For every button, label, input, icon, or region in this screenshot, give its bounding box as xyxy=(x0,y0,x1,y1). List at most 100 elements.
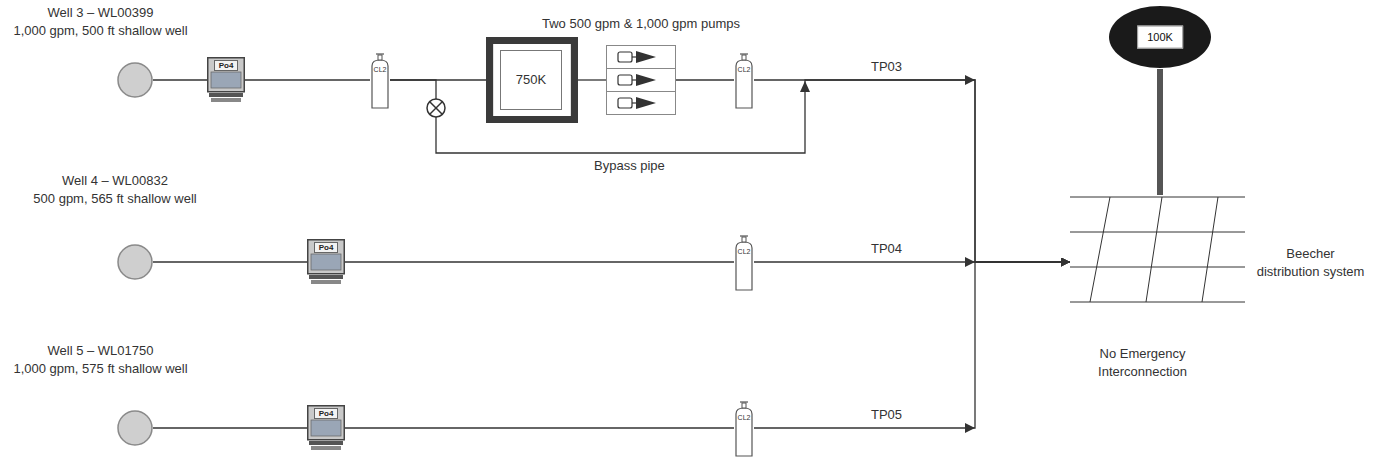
edge-label: Bypass pipe xyxy=(592,158,667,174)
feeder-base xyxy=(311,280,341,284)
pump-symbol xyxy=(606,45,676,115)
cylinder-symbol xyxy=(734,400,754,456)
cylinder-symbol xyxy=(370,52,390,108)
distribution-grid: Beecher distribution systemNo Emergency … xyxy=(1070,195,1245,305)
elevated-tank: 100K xyxy=(1108,5,1212,69)
pipe-line xyxy=(345,427,734,428)
node-label: Two 500 gpm & 1,000 gpm pumps xyxy=(541,15,741,33)
cylinder-valve xyxy=(376,53,384,54)
well-node: Well 4 – WL00832500 gpm, 565 ft shallow … xyxy=(15,172,215,207)
node-label: No Emergency Interconnection xyxy=(1080,345,1205,380)
node-label: 1,000 gpm, 500 ft shallow well xyxy=(3,22,198,40)
pump-shaft xyxy=(632,56,636,57)
grid-line xyxy=(1202,197,1218,302)
tower-bowl xyxy=(1109,6,1211,68)
valve-symbol xyxy=(430,102,442,114)
pipe-line xyxy=(578,79,606,80)
cylinder-valve xyxy=(740,53,748,54)
well-symbol xyxy=(117,244,153,280)
edge-label: TP03 xyxy=(869,59,904,75)
pipe-line xyxy=(754,80,1070,262)
arrow-head xyxy=(965,75,975,85)
cylinder-symbol xyxy=(734,234,754,290)
well-symbol xyxy=(117,62,153,98)
tower-stem xyxy=(1157,69,1163,195)
node-label: CL2 xyxy=(370,66,390,74)
node-label: CL2 xyxy=(734,66,754,74)
pipe-line xyxy=(345,261,734,262)
well-node: Well 3 – WL003991,000 gpm, 500 ft shallo… xyxy=(3,4,198,39)
node-label: CL2 xyxy=(734,248,754,256)
well-circle xyxy=(118,63,152,97)
node-label: Po4 xyxy=(314,408,338,419)
pump-shaft xyxy=(632,79,636,80)
chlorine-cylinder: CL2 xyxy=(370,52,390,108)
feeder-base xyxy=(309,275,343,279)
well-symbol xyxy=(117,410,153,446)
valve-symbol xyxy=(427,99,445,117)
well-circle xyxy=(118,411,152,445)
feeder-panel xyxy=(311,420,341,436)
edge-label: TP04 xyxy=(869,241,904,257)
node-label: 500 gpm, 565 ft shallow well xyxy=(15,190,215,208)
edge-label: TP05 xyxy=(869,407,904,423)
feeder-body xyxy=(308,406,345,440)
grid-symbol xyxy=(1070,195,1245,305)
node-label: 1,000 gpm, 575 ft shallow well xyxy=(3,360,198,378)
pump-motor xyxy=(618,52,632,62)
well-heading: Well 3 – WL00399 xyxy=(3,4,198,22)
well-circle xyxy=(118,245,152,279)
pump-group: Two 500 gpm & 1,000 gpm pumps xyxy=(606,45,676,115)
feeder-base xyxy=(309,441,343,445)
well-node: Well 5 – WL017501,000 gpm, 575 ft shallo… xyxy=(3,342,198,377)
tank-wall xyxy=(490,41,575,120)
phosphate-feeder: Po4 xyxy=(307,239,345,285)
node-label: CL2 xyxy=(734,414,754,422)
valve-symbol xyxy=(430,102,442,114)
pipe-line xyxy=(754,262,1070,428)
cylinder-valve xyxy=(742,403,746,408)
feeder-body xyxy=(208,58,245,92)
phosphate-feeder: Po4 xyxy=(207,57,245,103)
pump-head xyxy=(636,97,656,109)
grid-line xyxy=(1070,197,1245,198)
pipe-line xyxy=(153,261,307,262)
chlorine-cylinder: CL2 xyxy=(734,234,754,290)
arrow-head xyxy=(965,257,975,267)
pump-head xyxy=(636,74,656,86)
well-heading: Well 5 – WL01750 xyxy=(3,342,198,360)
well-heading: Well 4 – WL00832 xyxy=(15,172,215,190)
arrow-head xyxy=(965,423,975,433)
feeder-panel xyxy=(311,254,341,270)
pump-shaft xyxy=(632,102,636,103)
feeder-base xyxy=(209,93,243,97)
arrow-head xyxy=(800,81,810,92)
feeder-panel xyxy=(211,72,241,88)
node-label: 100K xyxy=(1137,26,1183,49)
pipe-line xyxy=(245,79,370,80)
cylinder-valve xyxy=(742,237,746,242)
grid-line xyxy=(1090,197,1110,302)
grid-line xyxy=(1070,302,1245,303)
pump-motor xyxy=(618,75,632,85)
pipe-line xyxy=(153,79,207,80)
cylinder-valve xyxy=(378,55,382,60)
pump-frame xyxy=(607,46,676,115)
phosphate-feeder: Po4 xyxy=(307,405,345,451)
node-label: Po4 xyxy=(214,60,238,71)
feeder-base xyxy=(311,446,341,450)
pump-frame xyxy=(606,68,676,69)
cylinder-valve xyxy=(740,235,748,236)
feeder-base xyxy=(211,98,241,102)
chlorine-cylinder: CL2 xyxy=(734,52,754,108)
feeder-body xyxy=(308,240,345,274)
node-label: 750K xyxy=(500,50,562,110)
cylinder-valve xyxy=(742,55,746,60)
cylinder-valve xyxy=(740,401,748,402)
cylinder-symbol xyxy=(734,52,754,108)
node-label: Po4 xyxy=(314,242,338,253)
grid-line xyxy=(1070,232,1245,233)
pump-frame xyxy=(606,91,676,92)
node-label: Beecher distribution system xyxy=(1255,245,1366,280)
